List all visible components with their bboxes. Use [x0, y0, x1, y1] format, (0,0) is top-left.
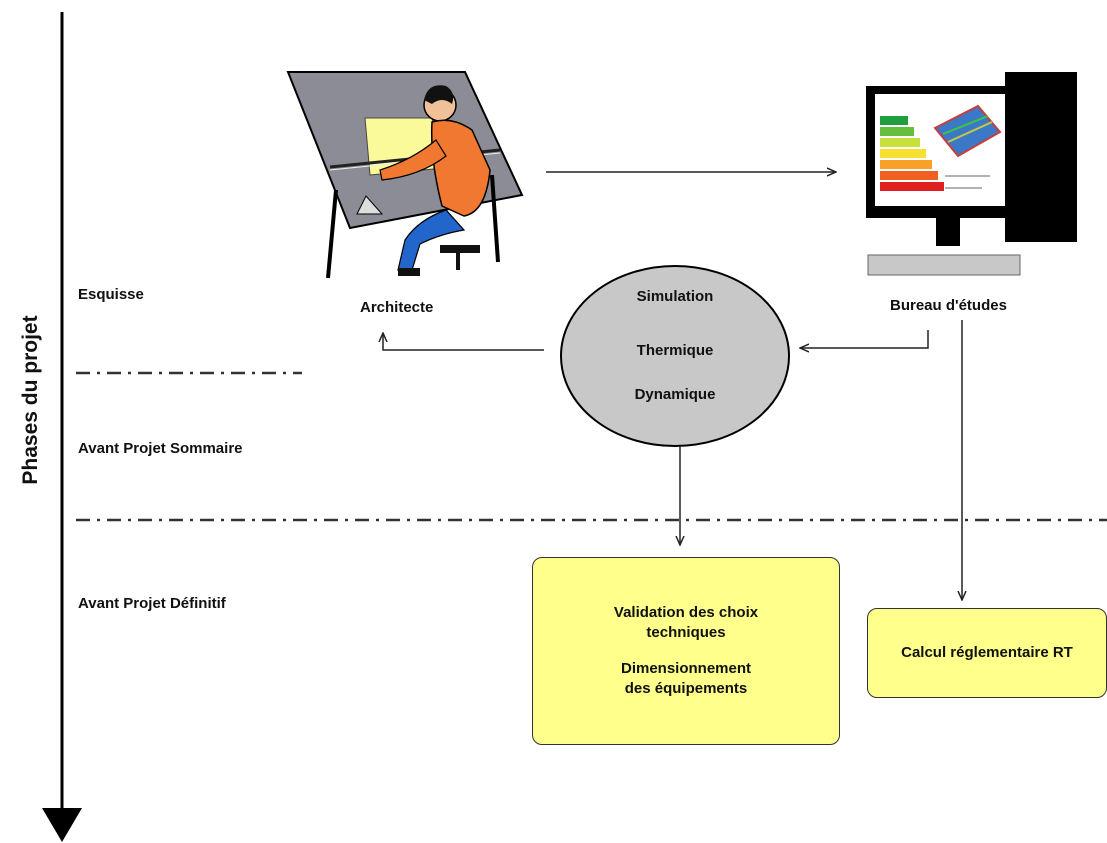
architect-label: Architecte [360, 299, 434, 316]
engineering-office-label: Bureau d'études [890, 297, 1007, 314]
validation-line-2: techniques [646, 624, 726, 641]
arrow-simulation-to-architect [383, 333, 544, 351]
validation-line-4: des équipements [624, 680, 748, 697]
rt-calculation-label: Calcul réglementaire RT [901, 644, 1073, 661]
validation-line-3: Dimensionnement [620, 660, 752, 677]
flow-arrows [383, 172, 962, 600]
arrow-office-to-simulation [800, 330, 929, 348]
phase-label-apd: Avant Projet Définitif [78, 595, 226, 612]
axis-title: Phases du projet [19, 315, 42, 485]
validation-box: Validation des choix techniques Dimensio… [532, 557, 840, 745]
phase-label-aps: Avant Projet Sommaire [78, 440, 243, 457]
simulation-line-1: Simulation [636, 288, 714, 305]
phase-axis [42, 12, 82, 842]
simulation-line-3: Dynamique [634, 386, 716, 403]
simulation-line-2: Thermique [636, 342, 714, 359]
architect-drafting-illustration [286, 71, 524, 279]
simulation-ellipse [560, 265, 790, 447]
validation-line-1: Validation des choix [613, 604, 759, 621]
phase-label-esquisse: Esquisse [78, 286, 144, 303]
computer-energy-label-illustration [866, 72, 1077, 276]
rt-calculation-box: Calcul réglementaire RT [867, 608, 1107, 698]
